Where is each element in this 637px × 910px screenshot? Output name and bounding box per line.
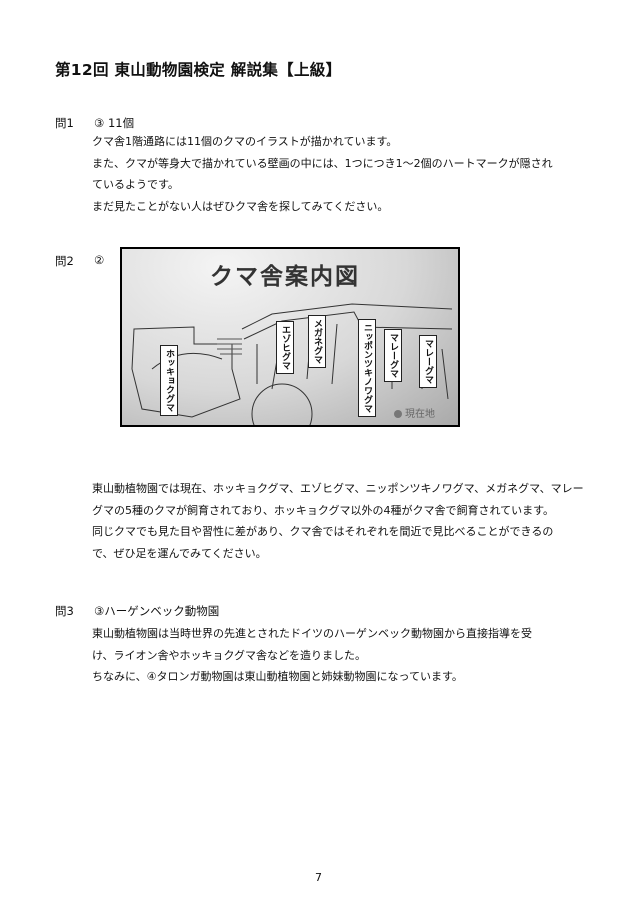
question-1-explanation: クマ舎1階通路には11個のクマのイラストが描かれています。 また、クマが等身大で…: [92, 131, 562, 217]
text-line: 東山動植物園は当時世界の先進とされたドイツのハーゲンベック動物園から直接指導を受: [92, 627, 532, 640]
question-1-answer: ③ 11個: [94, 116, 135, 130]
text-line: クマ舎1階通路には11個のクマのイラストが描かれています。: [92, 135, 398, 148]
map-label-black-bear: ニッポンツキノワグマ: [358, 319, 376, 417]
current-location-marker: 現在地: [394, 405, 435, 420]
text-line: まだ見たことがない人はぜひクマ舎を探してみてください。: [92, 199, 389, 213]
question-1-label: 問1: [55, 116, 74, 130]
map-label-sun-bear-1: マレーグマ: [384, 329, 402, 382]
text-line: 同じクマでも見た目や習性に差があり、クマ舎ではそれぞれを間近で見比べることができ…: [92, 525, 554, 538]
text-line: ちなみに、④タロンガ動物園は東山動植物園と姉妹動物園になっています。: [92, 670, 463, 683]
text-line: また、クマが等身大で描かれている壁画の中には、1つにつき1～2個のハートマークが…: [92, 156, 553, 170]
page-number: 7: [315, 871, 322, 884]
text-line: 東山動植物園では現在、ホッキョクグマ、エゾヒグマ、ニッポンツキノワグマ、メガネグ…: [92, 482, 584, 495]
question-2-label: 問2: [55, 254, 74, 268]
map-label-spectacled-bear: メガネグマ: [308, 315, 326, 368]
text-line: け、ライオン舎やホッキョクグマ舎などを造りました。: [92, 648, 367, 662]
page-title: 第12回 東山動物園検定 解説集【上級】: [55, 61, 342, 79]
text-line: ているようです。: [92, 178, 179, 191]
map-label-polar-bear: ホッキョクグマ: [160, 345, 178, 416]
map-title: クマ舎案内図: [210, 264, 360, 290]
question-3-label: 問3: [55, 604, 74, 618]
question-3-explanation: 東山動植物園は当時世界の先進とされたドイツのハーゲンベック動物園から直接指導を受…: [92, 623, 562, 688]
text-line: で、ぜひ足を運んでみてください。: [92, 546, 267, 560]
text-line: グマの5種のクマが飼育されており、ホッキョクグマ以外の4種がクマ舎で飼育されてい…: [92, 503, 555, 517]
question-2-answer: ②: [94, 253, 105, 267]
question-3-answer: ③ハーゲンベック動物園: [94, 604, 220, 618]
map-label-brown-bear: エゾヒグマ: [276, 321, 294, 374]
question-2-explanation: 東山動植物園では現在、ホッキョクグマ、エゾヒグマ、ニッポンツキノワグマ、メガネグ…: [92, 478, 584, 564]
map-label-sun-bear-2: マレーグマ: [419, 335, 437, 388]
bear-house-map-photo: クマ舎案内図 ホッキョクグマ エゾヒグマ メガネグマ ニッポンツキノワグマ マレ…: [120, 247, 460, 427]
